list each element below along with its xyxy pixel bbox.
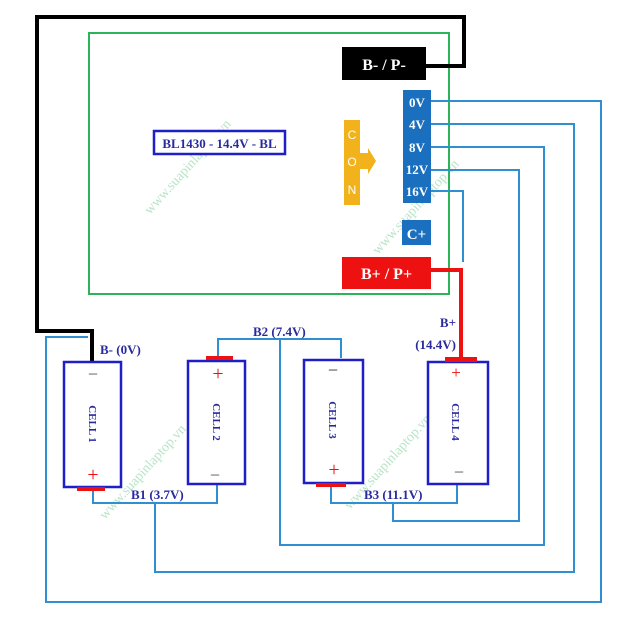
cell-top-sign: −: [88, 364, 98, 384]
cell-4: + − CELL 4: [426, 357, 490, 486]
balance-tap-header: [403, 90, 431, 203]
cell-label: CELL 4: [449, 403, 461, 441]
cell-terminal-plus: [77, 487, 105, 491]
wire-b2-link: [217, 338, 342, 358]
cell-body: [62, 360, 123, 489]
node-label-b-plus: B+: [440, 315, 456, 330]
wire-0v: [45, 100, 602, 603]
cell-bottom-sign: +: [328, 459, 339, 481]
connector-arrow-icon: [360, 148, 376, 174]
cell-body: [186, 359, 247, 486]
connector-body: [344, 120, 360, 205]
tap-label-0v: 0V: [409, 95, 426, 110]
tap-label-8v: 8V: [409, 140, 426, 155]
connector: C O N: [344, 120, 376, 205]
b-plus-p-plus-label: B+ / P+: [361, 266, 412, 283]
tap-label-12v: 12V: [406, 162, 429, 177]
cell-3: − + CELL 3: [302, 358, 365, 487]
node-label-b1: B1 (3.7V): [131, 487, 184, 502]
wire-12v: [392, 169, 520, 522]
node-label-b-plus-voltage: (14.4V): [415, 337, 456, 352]
b-minus-p-minus-label: B- / P-: [362, 57, 406, 74]
cell-terminal-plus: [316, 483, 346, 487]
connector-letter: O: [347, 155, 356, 169]
cell-top-sign: +: [451, 363, 461, 382]
node-label-b3: B3 (11.1V): [364, 487, 423, 502]
wire-b3-link: [330, 485, 458, 504]
connector-letter: N: [348, 183, 357, 197]
wire-b1-link: [92, 484, 218, 504]
cell-top-sign: −: [328, 360, 338, 380]
cell-top-sign: +: [212, 363, 223, 385]
board-model-label: BL1430 - 14.4V - BL: [162, 136, 277, 151]
cell-bottom-sign: +: [87, 464, 98, 486]
wire-4v: [154, 123, 575, 573]
cell-label: CELL 1: [86, 405, 98, 443]
node-label-b2: B2 (7.4V): [253, 324, 306, 339]
c-plus-terminal: [402, 220, 431, 245]
c-plus-label: C+: [407, 227, 426, 243]
b-plus-wire: [430, 268, 463, 360]
tap-label-16v: 16V: [406, 184, 429, 199]
node-label-b-minus: B- (0V): [100, 342, 141, 357]
wire-16v: [430, 190, 464, 262]
cell-terminal-plus: [445, 357, 477, 362]
b-minus-p-minus-terminal: [342, 47, 426, 80]
b-plus-p-plus-terminal: [342, 257, 431, 289]
cell-bottom-sign: −: [210, 465, 220, 485]
cell-2: + − CELL 2: [186, 356, 247, 486]
cell-label: CELL 2: [210, 403, 222, 441]
cell-body: [302, 358, 365, 485]
cell-label: CELL 3: [326, 401, 338, 439]
tap-label-4v: 4V: [409, 117, 426, 132]
cell-terminal-plus: [206, 356, 233, 360]
cell-1: − + CELL 1: [62, 360, 123, 491]
cell-body: [426, 360, 490, 486]
cell-bottom-sign: −: [454, 462, 464, 482]
b-minus-wire: [35, 15, 466, 362]
bms-board-outline: [88, 32, 450, 295]
wire-8v: [279, 146, 545, 546]
connector-letter: C: [348, 128, 357, 142]
board-model-box: [152, 129, 287, 156]
balance-wires: [45, 100, 602, 603]
